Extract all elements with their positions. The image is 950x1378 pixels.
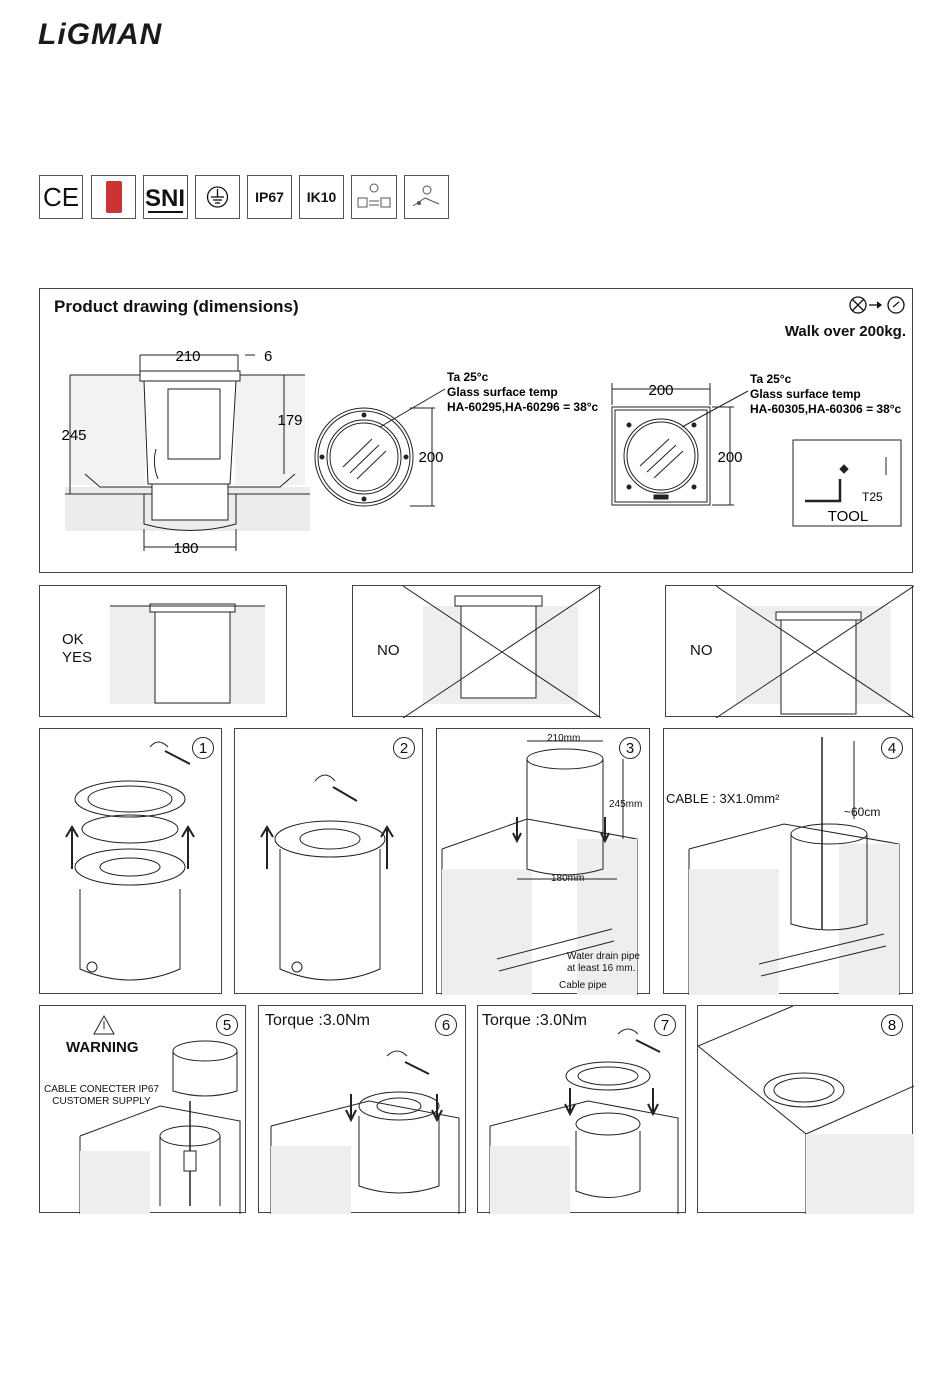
install-no-panel-1: NO xyxy=(352,585,601,718)
tool-box xyxy=(792,439,902,527)
dim-179: 179 xyxy=(277,412,302,429)
step6-torque: Torque :3.0Nm xyxy=(265,1012,370,1029)
svg-text:HA-60305,HA-60306 = 38°c: HA-60305,HA-60306 = 38°c xyxy=(750,402,902,416)
svg-text:SNI: SNI xyxy=(145,185,185,212)
side-section-view xyxy=(65,370,310,531)
no-label-2: NO xyxy=(690,642,713,659)
step-4-drawing xyxy=(688,737,900,995)
step-6-number: 6 xyxy=(435,1014,457,1036)
step3-bottom-dim: 180mm xyxy=(551,873,585,884)
step-2-number: 2 xyxy=(393,737,415,759)
no-label-1: NO xyxy=(377,642,400,659)
brand-logo: LiGMAN xyxy=(38,18,163,51)
voltage-swap-icon xyxy=(351,175,397,219)
dim-210: 210 xyxy=(175,348,200,365)
step-1-panel: 1 xyxy=(39,728,222,994)
step-4-number: 4 xyxy=(881,737,903,759)
install-no-drawing-1 xyxy=(402,586,601,718)
maintenance-icon xyxy=(404,175,449,219)
walk-over-note: Walk over 200kg. xyxy=(784,323,906,340)
step3-top-dim: 210mm xyxy=(547,733,581,744)
step3-cable-pipe: Cable pipe xyxy=(559,980,607,991)
step-5-drawing xyxy=(79,1014,241,1214)
step-4-panel: 4 CABLE : 3X1.0mm² ~60cm xyxy=(663,728,913,995)
product-drawing-panel: Product drawing (dimensions) Walk over 2… xyxy=(39,288,913,573)
tool-bit-label: T25 xyxy=(862,490,883,504)
warning-label: WARNING xyxy=(66,1039,139,1056)
step-7-panel: Torque :3.0Nm 7 xyxy=(477,1005,686,1214)
round-temp-note: Ta 25°c Glass surface temp HA-60295,HA-6… xyxy=(447,370,599,414)
step-1-number: 1 xyxy=(192,737,214,759)
ik10-badge: IK10 xyxy=(299,175,344,219)
product-dimension-drawing: 210 6 179 245 180 200 Ta 25°c Glass surf… xyxy=(61,296,905,557)
svg-text:HA-60295,HA-60296 = 38°c: HA-60295,HA-60296 = 38°c xyxy=(447,400,599,414)
product-drawing-title: Product drawing (dimensions) xyxy=(54,297,299,316)
earth-ground-icon xyxy=(195,175,240,219)
step3-depth-dim: 245mm xyxy=(609,799,643,810)
install-no-panel-2: NO xyxy=(665,585,914,718)
dim-180: 180 xyxy=(173,540,198,557)
step-1-drawing xyxy=(65,741,195,981)
svg-text:Glass surface temp: Glass surface temp xyxy=(447,385,558,399)
square-temp-note: Ta 25°c Glass surface temp HA-60305,HA-6… xyxy=(750,372,902,416)
dim-245: 245 xyxy=(61,427,86,444)
dim-square-top-200: 200 xyxy=(648,382,673,399)
step-6-panel: Torque :3.0Nm 6 xyxy=(258,1005,466,1214)
step4-cable-note: CABLE : 3X1.0mm² xyxy=(666,791,780,806)
warning-icon xyxy=(93,1014,115,1035)
step-7-number: 7 xyxy=(654,1014,676,1036)
square-top-view xyxy=(611,383,749,506)
svg-text:Ta 25°c: Ta 25°c xyxy=(750,372,792,386)
step4-length-note: ~60cm xyxy=(844,805,881,819)
step-8-number: 8 xyxy=(881,1014,903,1036)
step7-torque: Torque :3.0Nm xyxy=(482,1012,587,1029)
round-top-view xyxy=(314,388,446,507)
dim-6: 6 xyxy=(264,348,272,365)
step-8-drawing xyxy=(698,1006,914,1214)
install-no-drawing-2 xyxy=(715,586,914,718)
dim-round-200: 200 xyxy=(418,449,443,466)
ip67-badge: IP67 xyxy=(247,175,292,219)
replace-lamp-icon xyxy=(849,296,905,314)
dim-square-side-200: 200 xyxy=(717,449,742,466)
step-8-panel: 8 xyxy=(697,1005,914,1214)
step-6-drawing xyxy=(270,1050,460,1214)
svg-text:Glass surface temp: Glass surface temp xyxy=(750,387,861,401)
quality-seal-icon xyxy=(91,175,136,219)
tool-label: TOOL xyxy=(828,508,869,525)
step-5-number: 5 xyxy=(216,1014,238,1036)
step-2-drawing xyxy=(260,774,394,981)
step-3-number: 3 xyxy=(619,737,641,759)
ce-mark-icon: CE xyxy=(39,175,83,219)
sni-mark-icon: SNI xyxy=(143,175,188,219)
step-7-drawing xyxy=(489,1028,679,1214)
install-ok-drawing xyxy=(110,603,265,704)
step-2-panel: 2 xyxy=(234,728,423,994)
step-3-drawing xyxy=(441,740,638,995)
svg-text:Ta 25°c: Ta 25°c xyxy=(447,370,489,384)
